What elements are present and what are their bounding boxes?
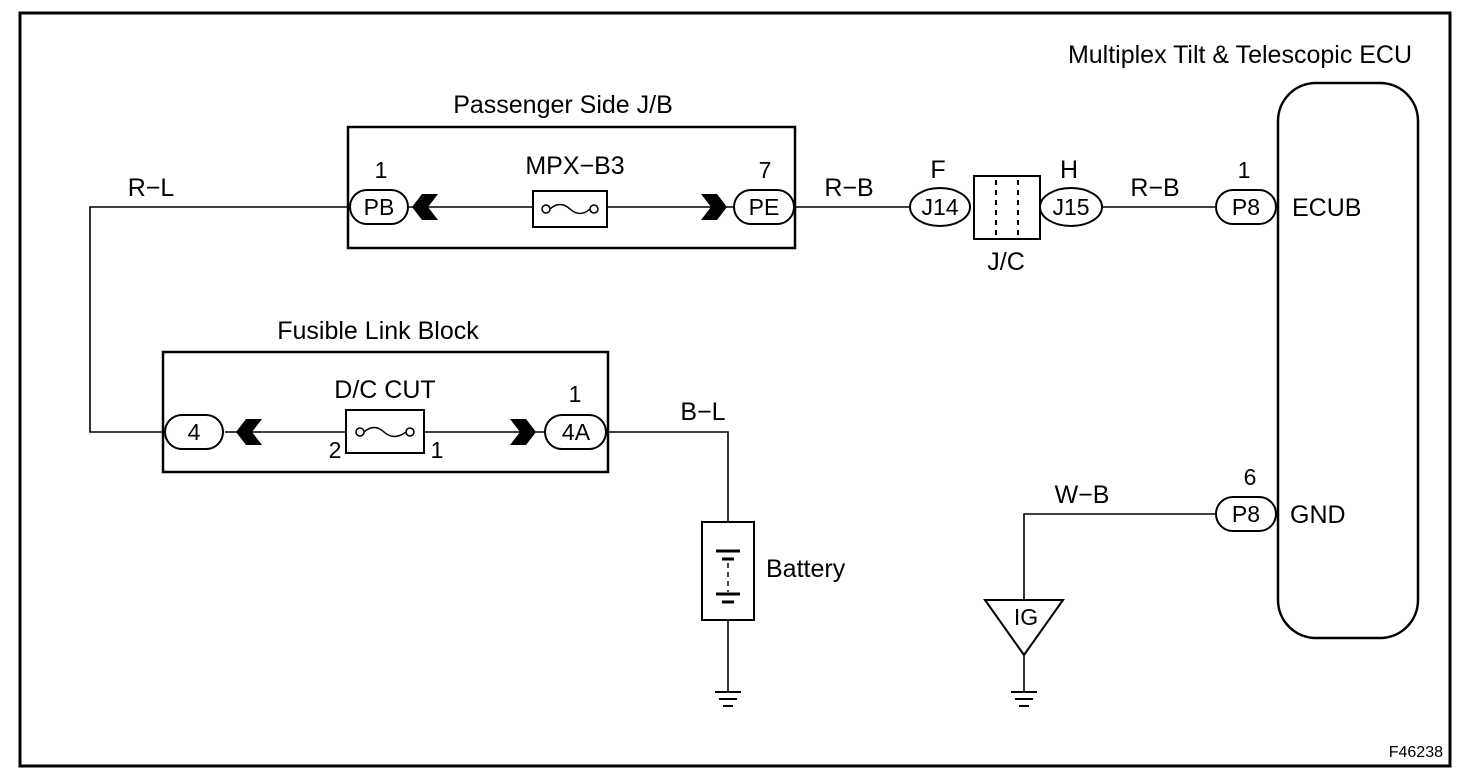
wire-label-rb-2: R−B	[1130, 174, 1179, 202]
battery-label: Battery	[766, 555, 846, 583]
connector-pb	[349, 189, 409, 225]
connector-arrow-left	[236, 419, 262, 445]
figure-id: F46238	[1389, 744, 1443, 761]
ecu-terminal-ecub: ECUB	[1292, 194, 1361, 222]
fuse-pin-right: 1	[431, 437, 444, 463]
connector-4-label: 4	[188, 419, 201, 445]
diagram-frame	[18, 11, 1452, 768]
ground-icon	[1011, 691, 1037, 707]
fuse-pin-left: 2	[329, 437, 342, 463]
ecu-title: Multiplex Tilt & Telescopic ECU	[1068, 41, 1412, 69]
connector-p8-gnd-label: P8	[1232, 501, 1260, 527]
junction-connector: F J14 J/C H J15	[909, 156, 1103, 276]
jb-title: Passenger Side J/B	[453, 91, 673, 119]
ecub-pin-number: 1	[1238, 157, 1251, 183]
jb-fuse-label: MPX−B3	[525, 152, 624, 180]
multiplex-ecu: Multiplex Tilt & Telescopic ECU 1 P8 ECU…	[1068, 41, 1420, 640]
wire-label-wb: W−B	[1055, 481, 1110, 509]
connector-p8-gnd	[1215, 496, 1277, 532]
fl-right-pin-number: 1	[569, 381, 582, 407]
connector-4a-label: 4A	[562, 419, 591, 445]
wires	[89, 206, 1216, 692]
connector-j15	[1039, 187, 1103, 227]
wire-label-rl: R−L	[128, 174, 175, 202]
jb-right-pin-number: 7	[759, 157, 772, 183]
connector-p8-ecub-label: P8	[1232, 194, 1260, 220]
jc-block	[973, 175, 1041, 240]
connector-4	[164, 414, 224, 450]
connector-pe-label: PE	[749, 194, 780, 220]
ecu-terminal-gnd: GND	[1290, 501, 1346, 529]
connector-j14	[909, 187, 971, 227]
fuse-dc-cut-icon	[345, 409, 425, 454]
battery-icon	[701, 521, 755, 621]
fl-fuse-label: D/C CUT	[334, 376, 435, 404]
connector-4a	[544, 414, 607, 450]
fuse-mpx-b3-icon	[532, 190, 608, 228]
ignition-icon	[983, 599, 1065, 657]
connector-j15-label: J15	[1052, 194, 1089, 220]
ignition-label: IG	[1014, 604, 1038, 630]
jc-left-letter: F	[930, 156, 945, 184]
wire-label-rb-1: R−B	[824, 174, 873, 202]
jc-label: J/C	[987, 248, 1025, 276]
ecu-body	[1276, 81, 1420, 640]
jc-right-letter: H	[1060, 156, 1078, 184]
jb-left-pin-number: 1	[375, 157, 388, 183]
passenger-side-jb: Passenger Side J/B 1 PB MPX−B3 7 PE	[346, 91, 797, 250]
fusible-link-block: Fusible Link Block 4 D/C CUT 2 1 1 4A	[161, 317, 610, 474]
connector-j14-label: J14	[921, 194, 958, 220]
ground-icon	[715, 691, 741, 707]
wire-label-bl: B−L	[680, 398, 725, 426]
gnd-pin-number: 6	[1244, 464, 1257, 490]
connector-arrow-right	[701, 194, 727, 220]
connector-pb-label: PB	[364, 194, 395, 220]
connector-arrow-left	[412, 194, 438, 220]
connector-p8-ecub	[1215, 189, 1277, 225]
connector-arrow-right	[510, 419, 536, 445]
connector-pe	[733, 189, 795, 225]
fl-title: Fusible Link Block	[277, 317, 479, 345]
